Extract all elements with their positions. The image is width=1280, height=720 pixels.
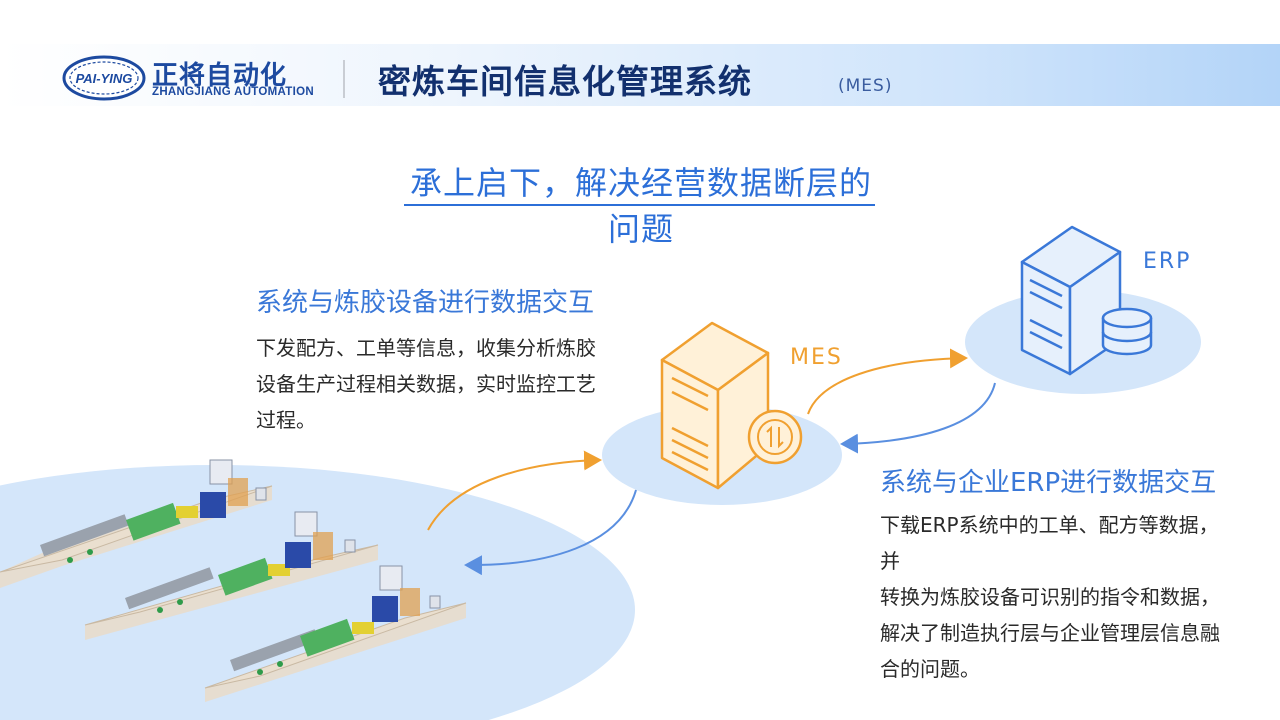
database-icon — [1101, 307, 1153, 356]
company-logo: PAI-YING — [62, 55, 146, 101]
arrow-erp-to-mes — [840, 382, 996, 454]
description-line: 下发配方、工单等信息，收集分析炼胶 — [256, 336, 596, 360]
title-underline — [404, 204, 875, 206]
description-line: 转换为炼胶设备可识别的指令和数据， — [880, 585, 1220, 609]
header-bar — [0, 44, 1280, 106]
description-line: 过程。 — [256, 408, 316, 432]
description-line: 解决了制造执行层与企业管理层信息融 — [880, 621, 1220, 645]
production-line — [204, 565, 467, 702]
erp-label: ERP — [1143, 249, 1192, 274]
arrow-mes-to-equipment — [464, 489, 637, 576]
description-line: 下载ERP系统中的工单、配方等数据，并 — [880, 513, 1219, 573]
mes-label: MES — [790, 345, 843, 370]
equipment-description: 下发配方、工单等信息，收集分析炼胶 设备生产过程相关数据，实时监控工艺 过程。 — [256, 330, 608, 438]
system-title: 密炼车间信息化管理系统 — [378, 62, 752, 101]
brand-name-cn: 正将自动化 — [152, 61, 288, 91]
system-subtitle: (MES) — [838, 76, 893, 96]
description-line: 设备生产过程相关数据，实时监控工艺 — [256, 372, 596, 396]
arrow-equipment-to-mes — [427, 450, 602, 531]
equipment-heading: 系统与炼胶设备进行数据交互 — [256, 288, 595, 318]
arrow-mes-to-erp — [807, 348, 968, 415]
description-line: 合的问题。 — [880, 657, 980, 681]
header-divider — [343, 60, 345, 98]
page-title: 承上启下，解决经营数据断层的问题 — [409, 164, 872, 248]
logo-text: PAI-YING — [76, 71, 133, 86]
erp-description: 下载ERP系统中的工单、配方等数据，并 转换为炼胶设备可识别的指令和数据， 解决… — [880, 507, 1230, 687]
erp-heading: 系统与企业ERP进行数据交互 — [880, 468, 1217, 498]
production-line — [0, 459, 273, 588]
production-line — [84, 511, 379, 640]
equipment-platform — [0, 465, 635, 720]
brand-name-en: ZHANGJIANG AUTOMATION — [152, 86, 314, 98]
sync-arrows-icon — [747, 409, 803, 465]
